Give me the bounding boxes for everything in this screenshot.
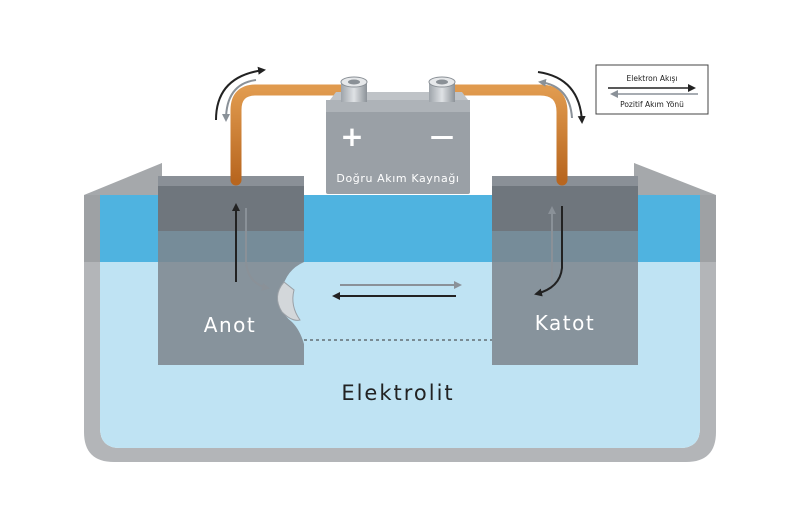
plus-sign: +: [340, 120, 363, 153]
electron-arrow-right-wire: [537, 71, 586, 124]
power-source-label: Doğru Akım Kaynağı: [336, 172, 459, 185]
electron-arrow-left-wire: [215, 66, 266, 121]
current-arrow-anode: [245, 208, 270, 291]
electrolyte-label: Elektrolit: [341, 381, 454, 405]
dc-power-source: + — Doğru Akım Kaynağı: [326, 76, 470, 194]
current-arrow-right-wire: [538, 78, 573, 119]
positive-terminal: [340, 76, 368, 102]
wire-flow-arrows: [215, 66, 586, 124]
anode-electrode: [158, 176, 304, 365]
legend-positive-current-label: Pozitif Akım Yönü: [620, 100, 684, 109]
electron-arrow-cathode: [534, 206, 563, 297]
legend: Elektron Akışı Pozitif Akım Yönü: [595, 64, 709, 115]
electrode-flow-arrows: [232, 203, 563, 297]
cathode-electrode: [492, 176, 638, 365]
electrolyte-flow-arrows: [332, 281, 462, 300]
negative-terminal: [428, 76, 456, 102]
minus-sign: —: [430, 122, 454, 150]
cathode-label: Katot: [535, 311, 595, 335]
legend-electron-flow-label: Elektron Akışı: [627, 74, 678, 83]
anode-label: Anot: [204, 313, 256, 337]
current-arrow-left-wire: [222, 79, 257, 122]
wire: [230, 84, 568, 186]
